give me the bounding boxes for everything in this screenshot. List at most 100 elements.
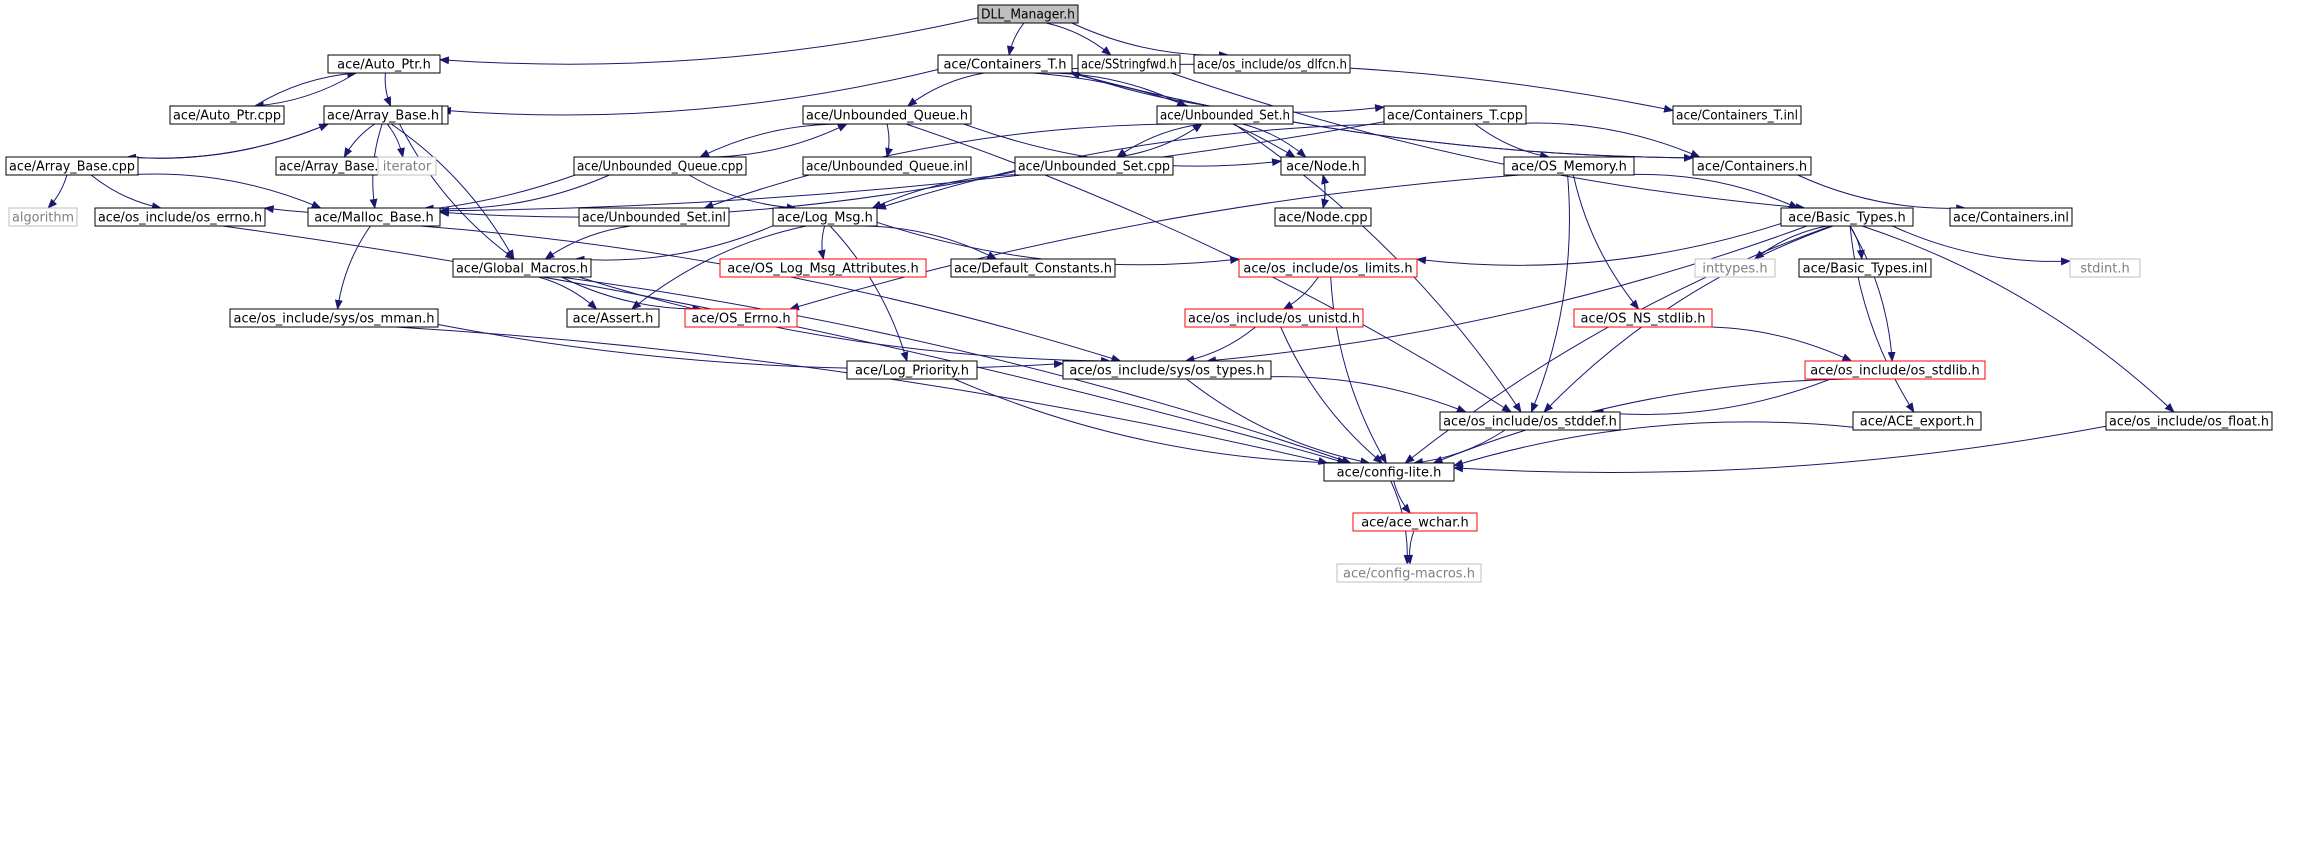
node-box [566, 308, 660, 328]
node-box [1193, 54, 1351, 74]
node-os-errno[interactable]: ace/OS_Errno.h [684, 308, 798, 328]
node-box [1062, 360, 1272, 380]
node-label: ace/Log_Priority.h [855, 364, 969, 379]
node-containers-t-inl[interactable]: ace/Containers_T.inl [1672, 105, 1802, 125]
node-ace-wchar[interactable]: ace/ace_wchar.h [1352, 512, 1478, 532]
dependency-edge [1530, 174, 1570, 413]
node-node-h[interactable]: ace/Node.h [1280, 156, 1366, 176]
dependency-edge [1453, 421, 1854, 467]
dependency-edge [885, 123, 894, 158]
node-box [1798, 258, 1932, 278]
node-unb-queue-cpp[interactable]: ace/Unbounded_Queue.cpp [573, 156, 747, 176]
node-autoptr-h[interactable]: ace/Auto_Ptr.h [327, 54, 441, 74]
dependency-edge [343, 123, 375, 158]
dependency-edge [1797, 174, 1967, 213]
node-default-const[interactable]: ace/Default_Constants.h [950, 258, 1116, 278]
node-ace-export[interactable]: ace/ACE_export.h [1852, 411, 1982, 431]
node-containers-t-h[interactable]: ace/Containers_T.h [937, 54, 1073, 74]
dependency-edge [1849, 225, 1896, 362]
node-unb-queue-inl[interactable]: ace/Unbounded_Queue.inl [802, 156, 972, 176]
dependency-edge [47, 174, 68, 209]
node-label: ace/OS_Log_Msg_Attributes.h [727, 262, 918, 277]
node-box [452, 258, 592, 278]
dependency-edge [383, 72, 392, 107]
dependency-edge [1184, 326, 1256, 363]
node-os-dlfcn[interactable]: ace/os_include/os_dlfcn.h [1193, 54, 1351, 74]
node-algorithm[interactable]: algorithm [8, 207, 78, 227]
node-os-log-attr[interactable]: ace/OS_Log_Msg_Attributes.h [719, 258, 927, 278]
node-label: ace/Array_Base.h [327, 109, 439, 124]
node-iterator[interactable]: iterator [377, 156, 437, 176]
dependency-edge [1593, 378, 1831, 417]
node-containers-t-cpp[interactable]: ace/Containers_T.cpp [1383, 105, 1527, 125]
node-label: ace/Containers_T.inl [1676, 109, 1798, 124]
node-log-priority[interactable]: ace/Log_Priority.h [846, 360, 978, 380]
node-unb-set-h[interactable]: ace/Unbounded_Set.h [1156, 105, 1294, 125]
node-os-errno-h[interactable]: ace/os_include/os_errno.h [94, 207, 266, 227]
node-label: ace/Unbounded_Set.h [1160, 109, 1290, 124]
node-os-limits[interactable]: ace/os_include/os_limits.h [1238, 258, 1418, 278]
node-label: algorithm [12, 211, 74, 226]
node-os-types[interactable]: ace/os_include/sys/os_types.h [1062, 360, 1272, 380]
node-box [1238, 258, 1418, 278]
node-global-macros[interactable]: ace/Global_Macros.h [452, 258, 592, 278]
node-os-mman[interactable]: ace/os_include/sys/os_mman.h [229, 308, 439, 328]
dependency-edge [386, 123, 405, 158]
node-label: ace/Array_Base.cpp [9, 160, 135, 175]
node-os-stddef[interactable]: ace/os_include/os_stddef.h [1439, 411, 1621, 431]
node-label: ace/Unbounded_Queue.cpp [577, 160, 743, 175]
node-label: ace/Containers.h [1697, 160, 1807, 175]
node-log-msg[interactable]: ace/Log_Msg.h [772, 207, 878, 227]
dependency-edge [871, 174, 1047, 209]
node-inttypes[interactable]: inttypes.h [1694, 258, 1776, 278]
node-box [1694, 258, 1776, 278]
node-autoptr-cpp[interactable]: ace/Auto_Ptr.cpp [169, 105, 285, 125]
dependency-edge [789, 174, 1521, 311]
node-label: ace/Array_Base.inl [279, 160, 393, 175]
node-os-stdlib[interactable]: ace/os_include/os_stdlib.h [1804, 360, 1986, 380]
node-array-base-inl[interactable]: ace/Array_Base.inl [275, 156, 397, 176]
node-box [5, 156, 139, 176]
node-sstringfwd[interactable]: ace/SStringfwd.h [1077, 54, 1181, 74]
node-config-macros[interactable]: ace/config-macros.h [1336, 563, 1482, 583]
node-box [1323, 462, 1455, 482]
node-malloc-base[interactable]: ace/Malloc_Base.h [307, 207, 441, 227]
node-os-unistd[interactable]: ace/os_include/os_unistd.h [1184, 308, 1364, 328]
node-os-float[interactable]: ace/os_include/os_float.h [2105, 411, 2273, 431]
dependency-edge [1507, 122, 1701, 158]
node-basic-types[interactable]: ace/Basic_Types.h [1780, 207, 1914, 227]
dependency-edge [1474, 123, 1550, 160]
node-label: ace/ace_wchar.h [1361, 516, 1469, 531]
node-containers-h[interactable]: ace/Containers.h [1692, 156, 1812, 176]
node-box [1503, 156, 1635, 176]
node-label: ace/os_include/os_limits.h [1243, 262, 1412, 277]
node-label: ace/Basic_Types.h [1788, 211, 1905, 226]
node-unb-set-inl[interactable]: ace/Unbounded_Set.inl [578, 207, 730, 227]
node-containers-inl[interactable]: ace/Containers.inl [1949, 207, 2073, 227]
dependency-edge [1861, 225, 2175, 413]
dependency-edge [876, 221, 1241, 266]
node-box [1949, 207, 2073, 227]
dependency-edge [699, 123, 847, 158]
dependency-edge [390, 123, 515, 260]
node-box [719, 258, 927, 278]
node-assert[interactable]: ace/Assert.h [566, 308, 660, 328]
node-os-ns-stdlib[interactable]: ace/OS_NS_stdlib.h [1573, 308, 1713, 328]
dependency-edge [574, 225, 774, 264]
node-stdint[interactable]: stdint.h [2069, 258, 2141, 278]
node-config-lite[interactable]: ace/config-lite.h [1323, 462, 1455, 482]
node-label: ace/os_include/os_dlfcn.h [1197, 58, 1347, 73]
node-label: ace/Unbounded_Set.inl [582, 211, 726, 226]
node-unb-set-cpp[interactable]: ace/Unbounded_Set.cpp [1014, 156, 1174, 176]
node-array-base-cpp[interactable]: ace/Array_Base.cpp [5, 156, 139, 176]
node-dll[interactable]: DLL_Manager.h [977, 4, 1079, 24]
dependency-edge [1572, 174, 1640, 310]
node-basic-types-inl[interactable]: ace/Basic_Types.inl [1798, 258, 1932, 278]
node-unb-queue-h[interactable]: ace/Unbounded_Queue.h [802, 105, 972, 125]
node-layer: DLL_Manager.h ace/Auto_Ptr.h ace/Container… [5, 4, 2273, 583]
node-node-cpp[interactable]: ace/Node.cpp [1274, 207, 1372, 227]
node-box [573, 156, 747, 176]
dependency-edge [1412, 429, 1506, 466]
node-os-memory[interactable]: ace/OS_Memory.h [1503, 156, 1635, 176]
node-array-base-h[interactable]: ace/Array_Base.h [323, 105, 443, 125]
